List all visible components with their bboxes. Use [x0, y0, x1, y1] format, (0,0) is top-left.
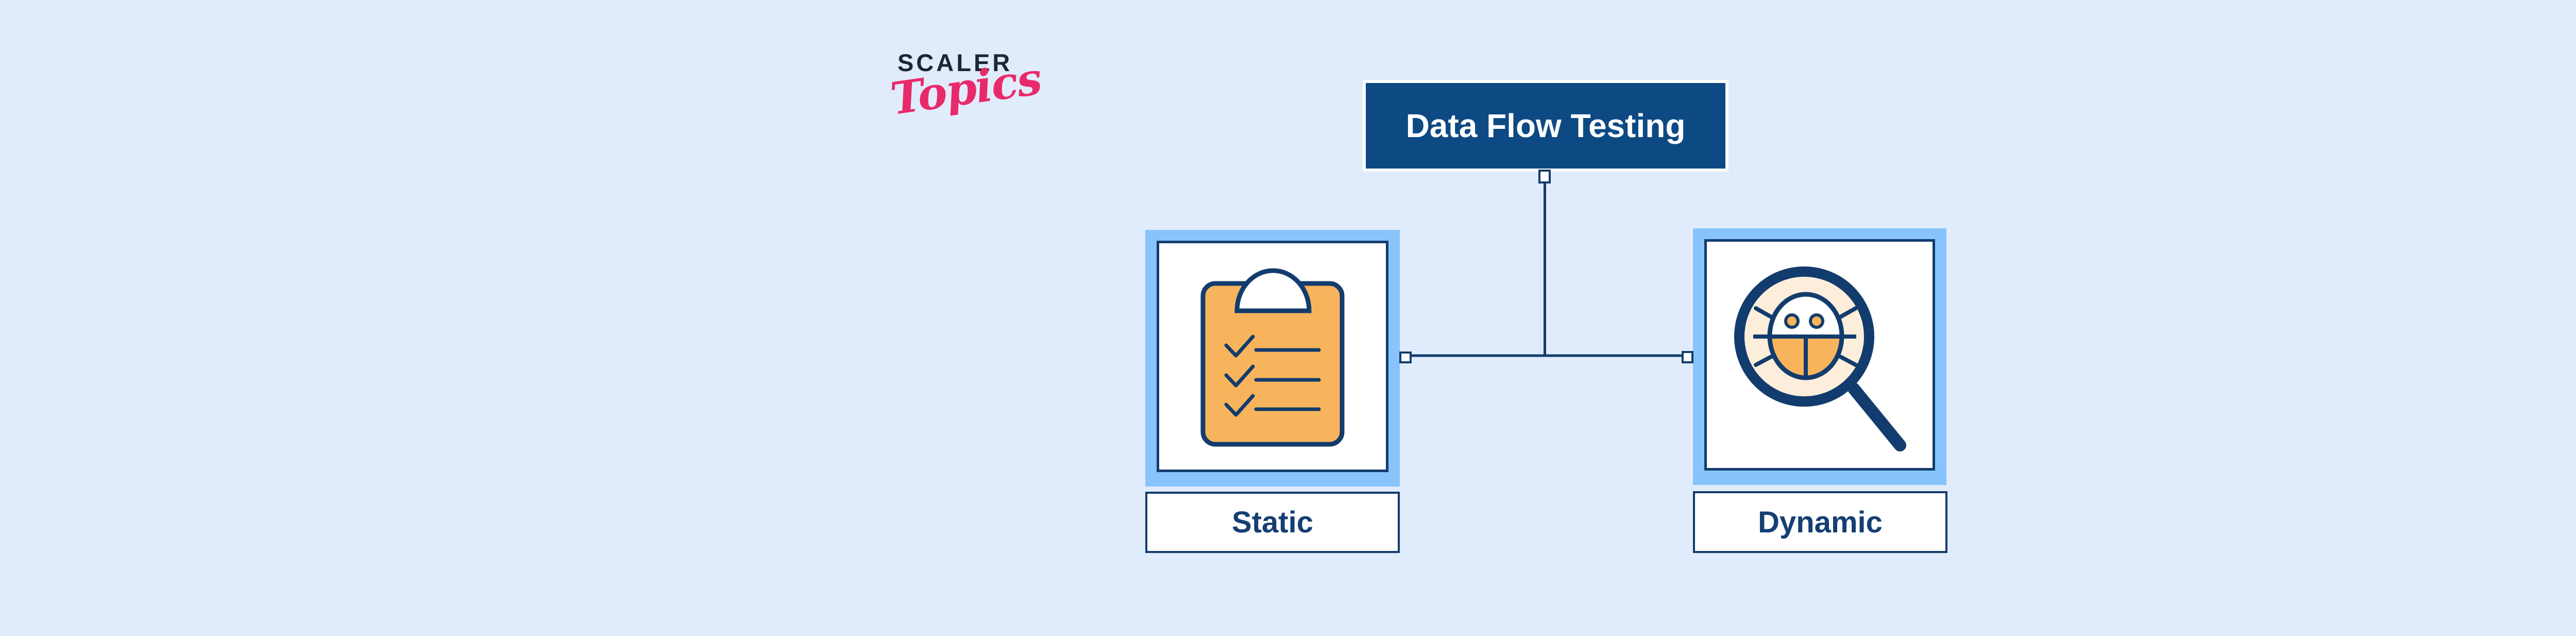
connector-node-right [1682, 351, 1693, 363]
static-node-label: Static [1232, 506, 1313, 539]
dynamic-node-label: Dynamic [1758, 505, 1883, 539]
scaler-topics-logo: SCALER Topics [887, 47, 1044, 161]
static-node-card [1157, 241, 1388, 472]
dynamic-node-card [1704, 239, 1935, 471]
root-node-label: Data Flow Testing [1405, 107, 1686, 144]
connector-node-left [1399, 352, 1412, 363]
dynamic-node-label-box: Dynamic [1693, 491, 1947, 553]
static-node-label-box: Static [1145, 492, 1400, 553]
connector-node-top [1538, 170, 1551, 183]
root-node-data-flow-testing: Data Flow Testing [1363, 80, 1728, 172]
connector-lines [1399, 170, 1693, 363]
logo-brand-text: SCALER [897, 49, 1013, 76]
